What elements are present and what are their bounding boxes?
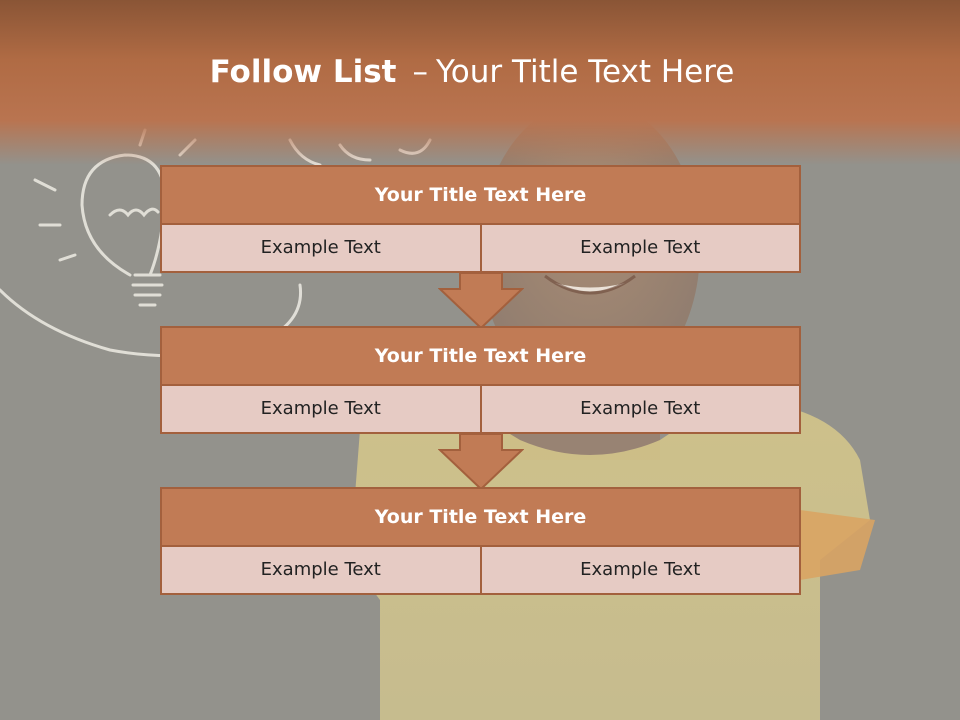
block-cell-left: Example Text	[162, 386, 480, 432]
list-block: Your Title Text Here Example Text Exampl…	[160, 165, 801, 273]
block-row: Example Text Example Text	[162, 225, 799, 271]
down-arrow-icon	[438, 433, 524, 491]
block-cell-left: Example Text	[162, 547, 480, 593]
block-title: Your Title Text Here	[162, 167, 799, 225]
slide-title: Follow List–Your Title Text Here	[0, 54, 944, 90]
list-block: Your Title Text Here Example Text Exampl…	[160, 326, 801, 434]
block-row: Example Text Example Text	[162, 547, 799, 593]
block-cell-left: Example Text	[162, 225, 480, 271]
block-cell-right: Example Text	[479, 547, 799, 593]
block-cell-right: Example Text	[479, 225, 799, 271]
down-arrow-icon	[438, 272, 524, 330]
title-rest: Your Title Text Here	[435, 54, 735, 90]
block-row: Example Text Example Text	[162, 386, 799, 432]
block-cell-right: Example Text	[479, 386, 799, 432]
block-title: Your Title Text Here	[162, 489, 799, 547]
list-block: Your Title Text Here Example Text Exampl…	[160, 487, 801, 595]
title-bold: Follow List	[209, 54, 397, 90]
title-separator: –	[412, 54, 428, 90]
header-band	[0, 0, 960, 165]
block-title: Your Title Text Here	[162, 328, 799, 386]
